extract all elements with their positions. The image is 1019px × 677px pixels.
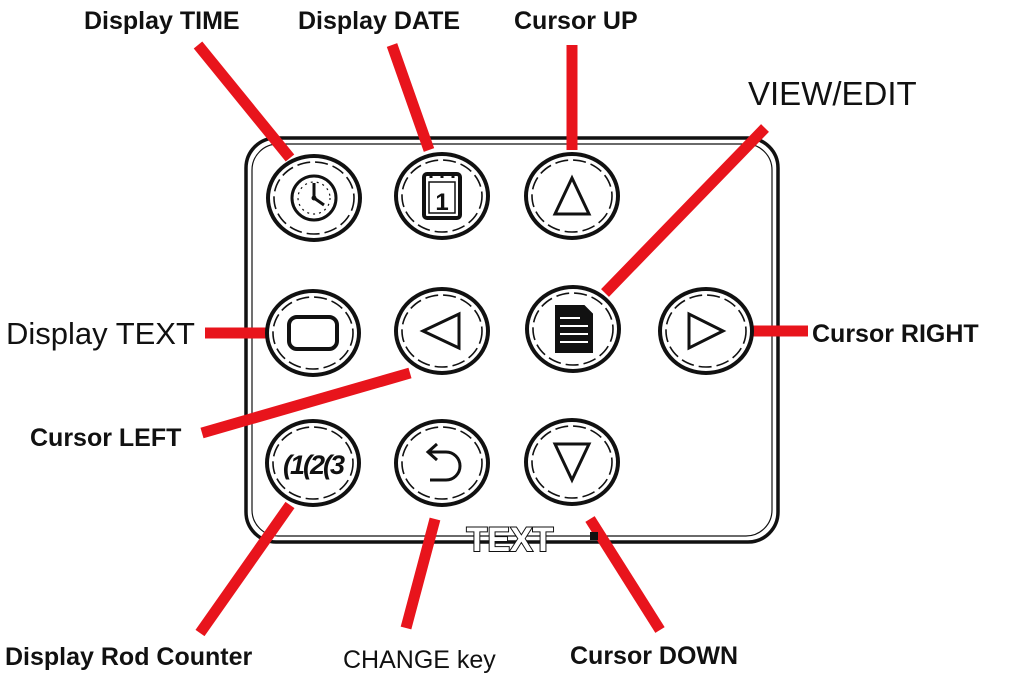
callout-line-view-edit	[601, 124, 769, 297]
display-rod-counter-button[interactable]: (1(2(3	[265, 419, 361, 507]
right-triangle-icon	[687, 311, 727, 351]
label-view-edit: VIEW/EDIT	[748, 75, 917, 112]
cursor-down-button[interactable]	[524, 418, 620, 506]
left-triangle-icon	[419, 311, 461, 351]
label-display-text: Display TEXT	[6, 316, 195, 351]
callout-line-down	[585, 516, 665, 633]
label-cursor-left: Cursor LEFT	[30, 424, 181, 452]
counter-icon: (1(2(3	[283, 450, 345, 480]
change-key-button[interactable]	[394, 419, 490, 507]
callout-line-rod-counter	[195, 501, 295, 637]
down-triangle-icon	[552, 442, 592, 484]
rounded-rect-icon	[287, 315, 339, 351]
callout-line-time	[193, 41, 295, 162]
panel-marker	[590, 532, 598, 540]
label-display-rod-counter: Display Rod Counter	[5, 643, 253, 671]
display-time-button[interactable]	[266, 154, 362, 242]
label-change-key: CHANGE key	[343, 646, 496, 674]
calendar-icon: 1	[422, 172, 462, 220]
callout-line-left	[200, 367, 412, 439]
callout-line-date	[386, 43, 435, 152]
label-cursor-right: Cursor RIGHT	[812, 320, 979, 348]
label-cursor-down: Cursor DOWN	[570, 642, 738, 670]
callout-line-change	[400, 517, 441, 630]
up-triangle-icon	[552, 174, 592, 216]
return-arrow-icon	[425, 442, 462, 482]
panel-text-label: TEXT	[467, 521, 554, 559]
clock-icon	[290, 174, 338, 222]
label-cursor-up: Cursor UP	[514, 7, 638, 35]
document-icon	[555, 305, 593, 353]
cursor-right-button[interactable]	[658, 287, 754, 375]
label-display-time: Display TIME	[84, 7, 240, 35]
keypad-panel	[244, 136, 780, 544]
label-display-date: Display DATE	[298, 7, 460, 35]
callout-lines	[193, 41, 808, 637]
calendar-digit: 1	[435, 189, 448, 216]
display-text-button[interactable]	[265, 289, 361, 377]
display-date-button[interactable]: 1	[394, 152, 490, 240]
view-edit-button[interactable]	[525, 285, 621, 373]
cursor-up-button[interactable]	[524, 152, 620, 240]
cursor-left-button[interactable]	[394, 287, 490, 375]
